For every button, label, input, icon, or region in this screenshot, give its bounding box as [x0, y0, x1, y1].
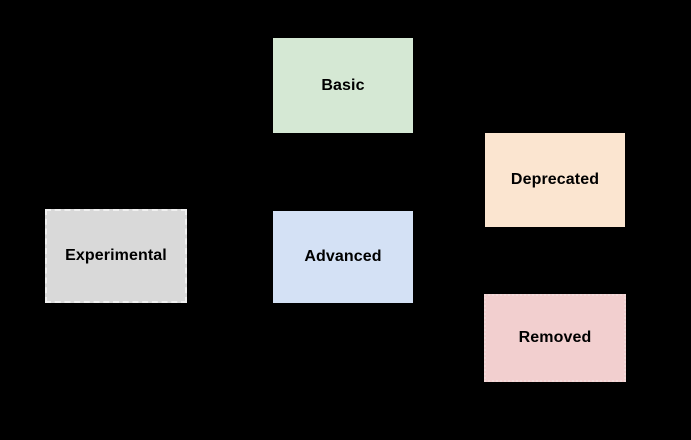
node-experimental-label: Experimental: [65, 247, 167, 265]
node-experimental[interactable]: Experimental: [45, 209, 187, 303]
node-deprecated-label: Deprecated: [510, 171, 600, 189]
node-basic-label: Basic: [321, 76, 365, 94]
node-advanced-label: Advanced: [304, 248, 382, 266]
node-advanced[interactable]: Advanced: [273, 211, 413, 303]
node-removed-label: Removed: [518, 329, 592, 347]
node-removed[interactable]: Removed: [484, 294, 626, 382]
node-deprecated[interactable]: Deprecated: [485, 133, 625, 227]
node-basic[interactable]: Basic: [273, 38, 413, 133]
